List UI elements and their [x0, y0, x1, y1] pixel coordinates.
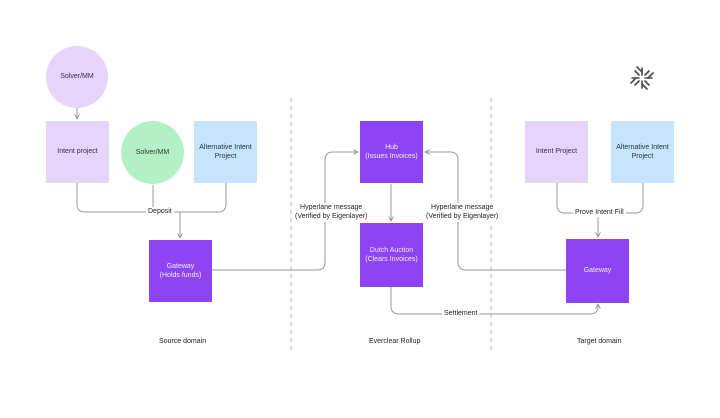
gateway-target-node: Gateway — [566, 239, 629, 303]
intent-project-right-node: Intent Project — [525, 121, 588, 183]
hub-node: Hub (Issues Invoices) — [360, 121, 423, 183]
target-domain-label: Target domain — [577, 338, 622, 345]
edge-settlement — [390, 287, 598, 315]
everclear-domain-label: Everclear Rollup — [369, 338, 421, 345]
dutch-auction-node: Dutch Auction (Clears Invoices) — [360, 223, 423, 287]
hyperlane-left-label: Hyperlane message (Verified by Eigenlaye… — [293, 203, 370, 222]
settlement-label: Settlement — [442, 309, 480, 319]
gateway-source-node: Gateway (Holds funds) — [149, 240, 212, 302]
deposit-label: Deposit — [146, 207, 174, 217]
solver-mm-green-node: Solver/MM — [121, 121, 184, 184]
alt-intent-right-node: Alternative Intent Project — [611, 121, 674, 183]
prove-intent-fill-label: Prove Intent Fill — [573, 208, 626, 218]
solver-mm-top-node: Solver/MM — [46, 46, 108, 108]
intent-project-left-node: Intent project — [46, 121, 109, 183]
source-domain-label: Source domain — [159, 338, 207, 345]
hyperlane-right-label: Hyperlane message (Verified by Eigenlaye… — [424, 203, 501, 222]
everclear-logo-icon — [630, 66, 654, 90]
alt-intent-left-node: Alternative Intent Project — [194, 121, 257, 183]
